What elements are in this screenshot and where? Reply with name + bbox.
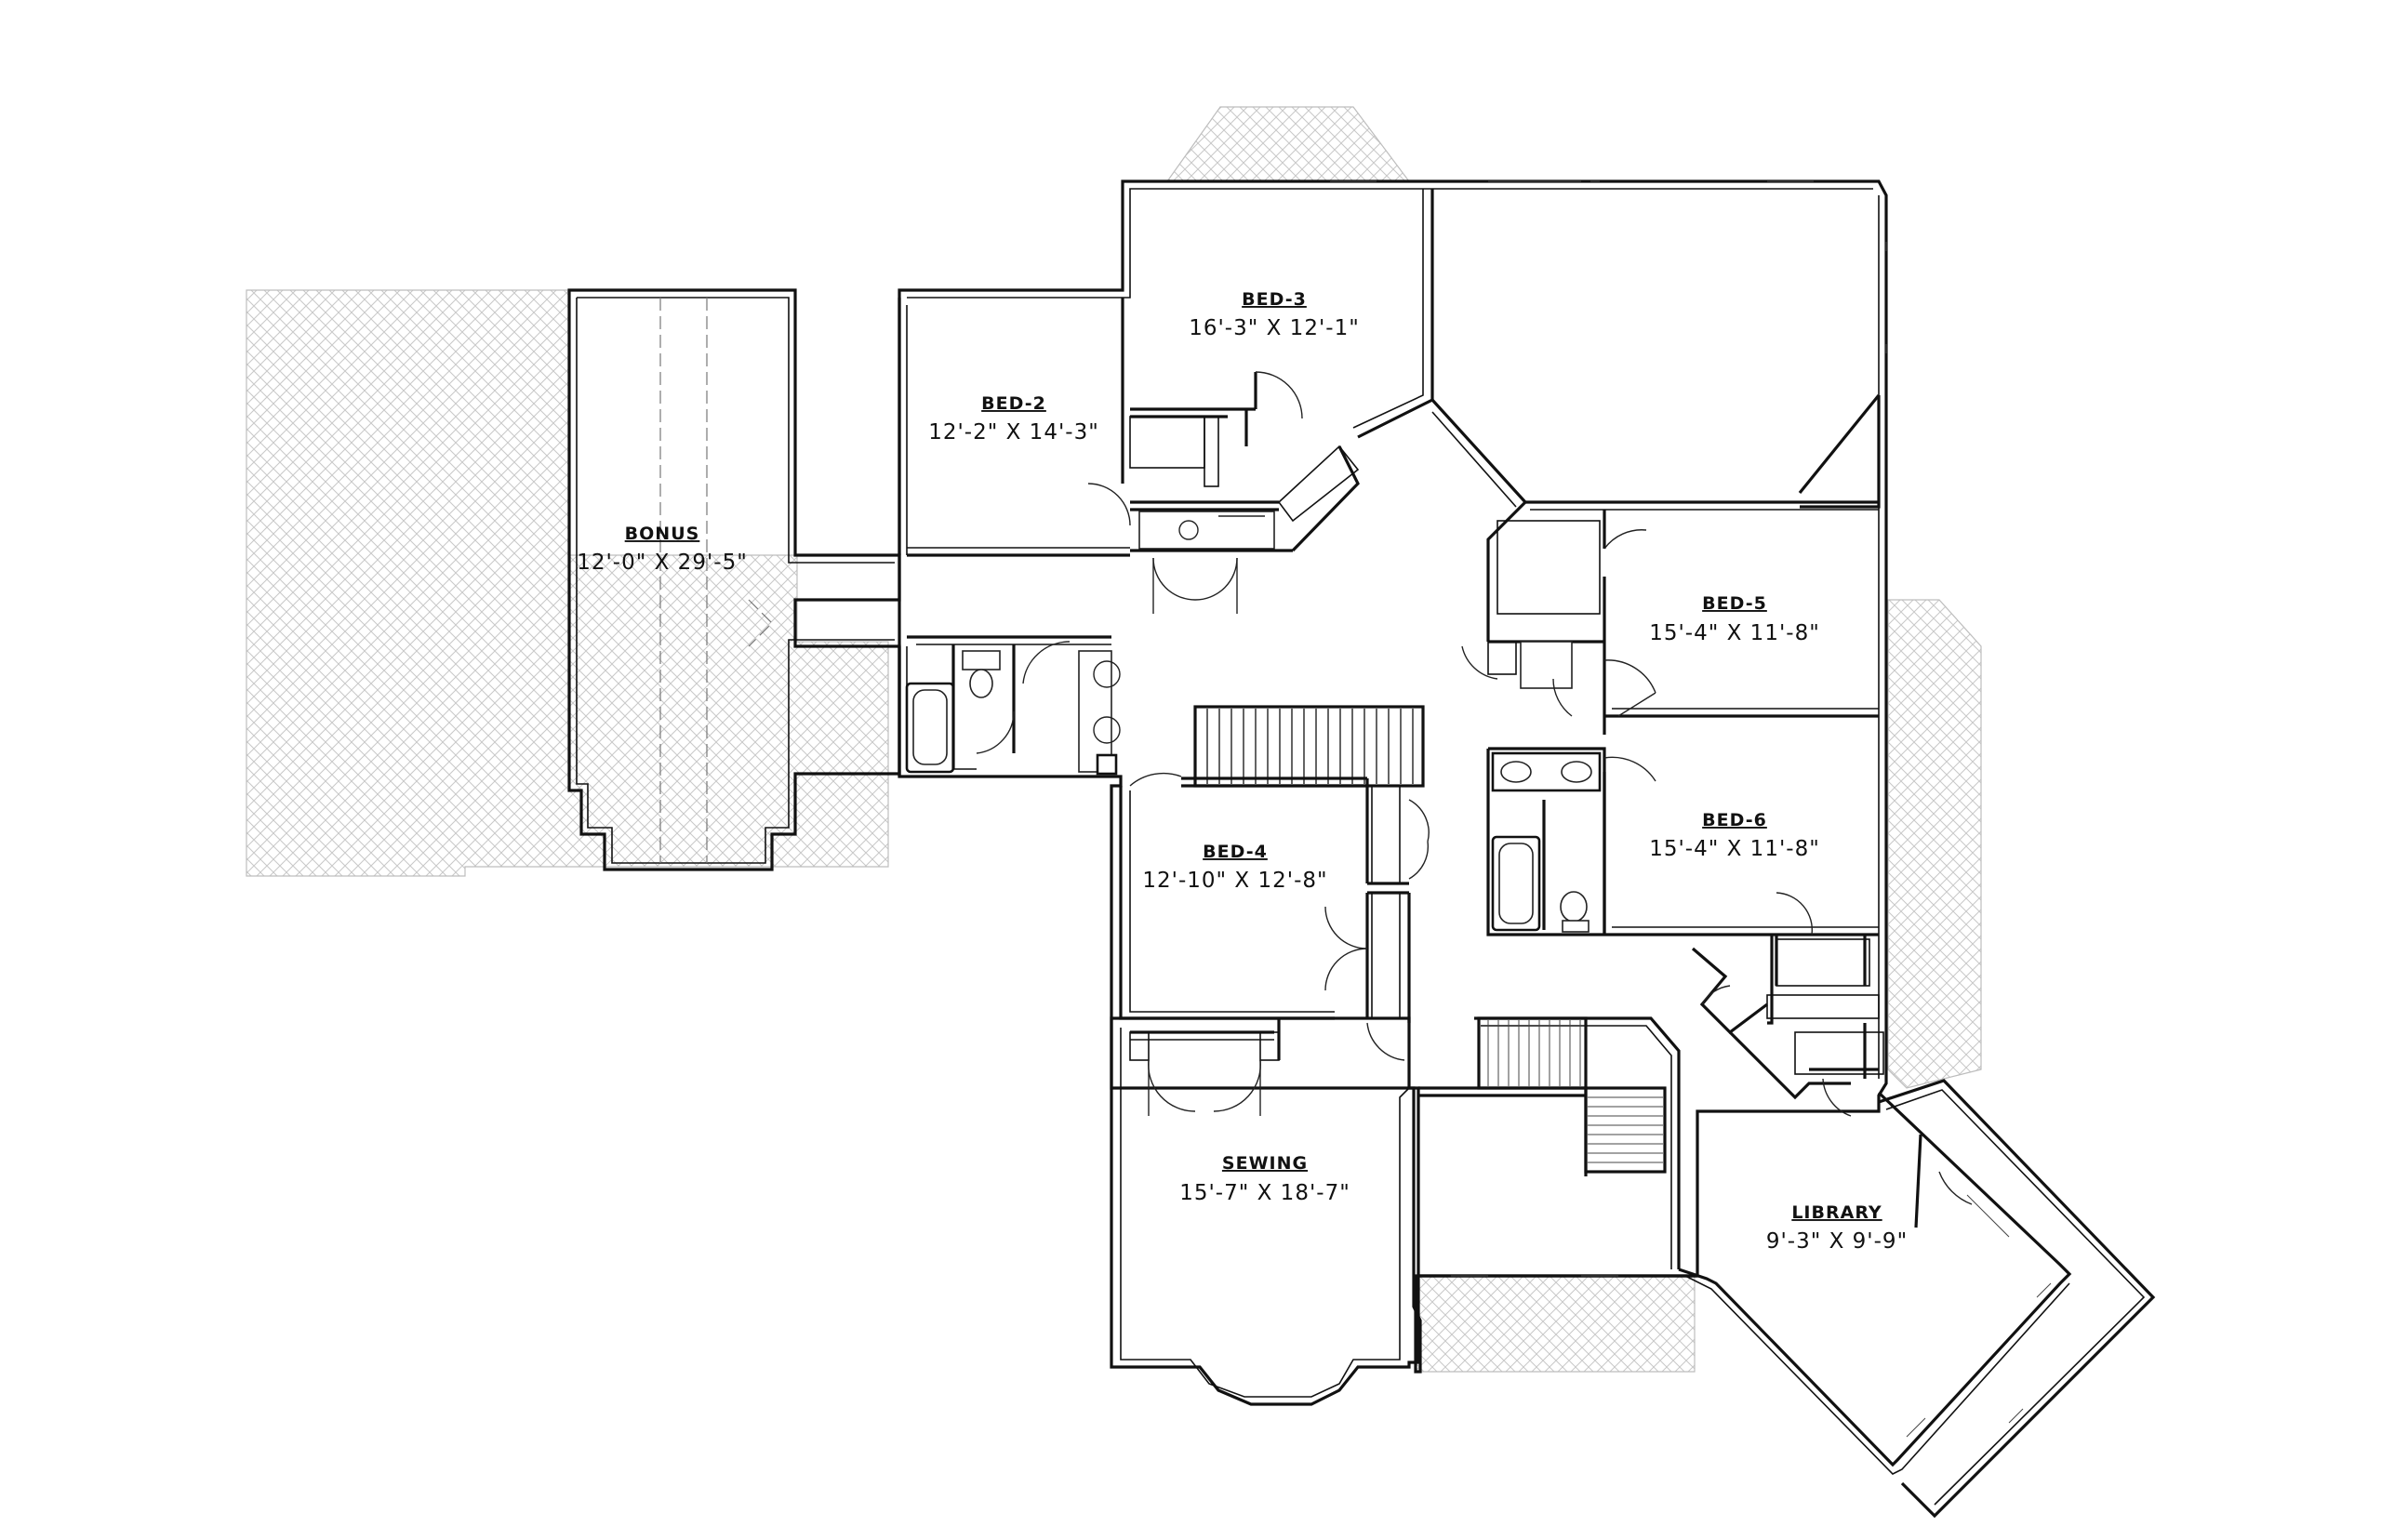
roof-hatch-west bbox=[246, 289, 889, 877]
window-marks bbox=[1330, 180, 1887, 353]
room-labels: BONUS 12'-0" X 29'-5" BED-2 12'-2" X 14'… bbox=[577, 289, 1908, 1254]
room-name-bed2: BED-2 bbox=[981, 393, 1046, 414]
room-name-bed6: BED-6 bbox=[1702, 810, 1767, 830]
room-name-bed3: BED-3 bbox=[1242, 289, 1307, 310]
stairs-north bbox=[1193, 705, 1425, 788]
bed3-room bbox=[1130, 189, 1434, 439]
bed5-room bbox=[1430, 393, 1881, 718]
room-dims-library: 9'-3" X 9'-9" bbox=[1766, 1229, 1908, 1254]
room-dims-bed6: 15'-4" X 11'-8" bbox=[1649, 837, 1820, 861]
roof-hatch-bay-north bbox=[1165, 106, 1411, 182]
room-name-bed4: BED-4 bbox=[1203, 842, 1268, 862]
bed2-room bbox=[898, 298, 1131, 557]
roof-hatch-areas bbox=[246, 106, 1982, 1373]
sewing-room bbox=[1110, 1016, 1420, 1406]
room-dims-bed4: 12'-10" X 12'-8" bbox=[1142, 869, 1327, 893]
library-room bbox=[1678, 1079, 2156, 1519]
bed6-room bbox=[1603, 716, 1879, 987]
stairs-south bbox=[1418, 1016, 1697, 1278]
room-name-bonus: BONUS bbox=[625, 524, 700, 544]
roof-hatch-east bbox=[1887, 599, 1982, 1089]
room-dims-bed5: 15'-4" X 11'-8" bbox=[1649, 621, 1820, 645]
room-name-sewing: SEWING bbox=[1222, 1153, 1308, 1174]
library-vestibule bbox=[1691, 935, 1884, 1117]
room-dims-bonus: 12'-0" X 29'-5" bbox=[577, 551, 748, 575]
room-name-bed5: BED-5 bbox=[1702, 593, 1767, 614]
closet-block-north bbox=[1129, 409, 1360, 614]
bath-east bbox=[1486, 747, 1656, 936]
roof-hatch-south bbox=[1415, 1275, 1696, 1373]
bath-west bbox=[898, 635, 1121, 777]
room-dims-bed2: 12'-2" X 14'-3" bbox=[928, 420, 1099, 445]
room-dims-sewing: 15'-7" X 18'-7" bbox=[1179, 1181, 1350, 1205]
room-name-library: LIBRARY bbox=[1791, 1202, 1882, 1223]
exterior-walls bbox=[898, 179, 1888, 1374]
room-dims-bed3: 16'-3" X 12'-1" bbox=[1189, 316, 1360, 340]
